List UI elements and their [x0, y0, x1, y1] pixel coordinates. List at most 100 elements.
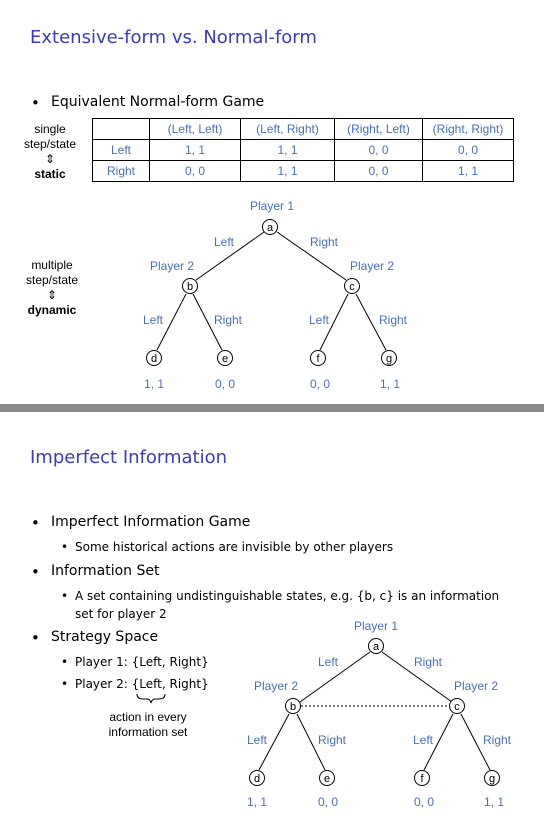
edge-label: Right [318, 733, 347, 747]
slide-divider [0, 404, 544, 412]
side-static-arrow: ⇕ [44, 152, 56, 166]
edge-label: Left [247, 733, 268, 747]
payoff-label: 1, 1 [484, 795, 504, 809]
sub-bullet: A set containing undistinguishable state… [61, 589, 499, 603]
tree-node-circle [249, 770, 265, 786]
payoff-label: 1, 1 [380, 377, 400, 391]
player2-left-label: Player 2 [254, 679, 298, 693]
node-label: d [254, 773, 260, 785]
node-label: a [267, 222, 274, 234]
bullet-imperfect-information-game: Imperfect Information Game [31, 514, 250, 532]
node-label: g [386, 353, 392, 365]
tree-node-circle [182, 278, 198, 294]
sub-bullet: Player 1: {Left, Right} [61, 655, 209, 669]
table-cell: 0, 0 [149, 160, 241, 182]
payoff-label: 0, 0 [318, 795, 338, 809]
table-row: Right 0, 0 1, 1 0, 0 1, 1 [92, 160, 514, 182]
payoff-label: 0, 0 [215, 377, 235, 391]
payoff-label: 0, 0 [310, 377, 330, 391]
slide2-title: Imperfect Information [30, 447, 228, 468]
note-line2: information set [108, 725, 188, 739]
node-label: g [489, 773, 495, 785]
tree-edge [299, 651, 371, 703]
bullet-information-set: Information Set [31, 563, 160, 581]
tree-node-circle [414, 770, 430, 786]
sub-bullet: Player 2: {Left, Right} [61, 677, 209, 691]
tree-node-circle [285, 698, 301, 714]
brace-icon [136, 693, 166, 704]
tree-edge [258, 713, 290, 771]
side-dynamic-arrow: ⇕ [46, 288, 58, 302]
tree-node-circle [484, 770, 500, 786]
side-static-line1: single [34, 122, 66, 136]
side-label-dynamic: multiple step/state ⇕ dynamic [14, 258, 90, 318]
player1-label: Player 1 [354, 619, 398, 633]
table-header-row: (Left, Left) (Left, Right) (Right, Left)… [92, 118, 514, 140]
node-label: b [187, 281, 193, 293]
table-cell: 1, 1 [149, 139, 241, 161]
edge-label: Left [413, 733, 434, 747]
node-label: f [420, 773, 424, 785]
payoff-label: 1, 1 [144, 377, 164, 391]
tree-node-circle [368, 638, 384, 654]
player2-left-label: Player 2 [150, 259, 194, 273]
payoff-label: 0, 0 [414, 795, 434, 809]
table-cell: Right [92, 160, 150, 182]
node-label: b [290, 701, 296, 713]
edge-label: Right [414, 655, 443, 669]
imperfect-information-tree: a b c d e f g Player 1 Player 2 Player 2… [247, 619, 512, 809]
tree-edge [381, 651, 453, 703]
tree-edge [296, 713, 326, 771]
sub-bullet-continuation: set for player 2 [75, 607, 167, 621]
node-label: f [316, 353, 320, 365]
tree-node-circle [217, 350, 233, 366]
tree-edge [460, 713, 491, 771]
tree-edge [355, 293, 387, 351]
payoff-label: 1, 1 [247, 795, 267, 809]
note-line1: action in every [109, 710, 187, 724]
bullet-strategy-space: Strategy Space [31, 629, 158, 647]
node-label: a [373, 641, 380, 653]
tree-node-circle [449, 698, 465, 714]
edge-label: Right [379, 313, 408, 327]
side-static-line2: step/state [23, 137, 77, 151]
tree-edge [195, 231, 265, 281]
node-label: c [454, 701, 460, 713]
edge-label: Left [318, 655, 339, 669]
side-label-static: single step/state ⇕ static [18, 122, 82, 182]
player2-right-label: Player 2 [350, 259, 394, 273]
annotation-note: action in every information set [96, 710, 200, 740]
side-dynamic-word: dynamic [27, 303, 77, 317]
table-cell: 1, 1 [422, 160, 514, 182]
tree-edge [156, 293, 187, 351]
side-static-word: static [34, 167, 66, 181]
tree-edge [276, 231, 347, 281]
tree-node-circle [381, 350, 397, 366]
node-label: c [349, 281, 355, 293]
tree-edge [192, 293, 223, 351]
edge-label: Right [310, 235, 339, 249]
slide1-bullet: Equivalent Normal-form Game [31, 94, 264, 112]
table-cell: 0, 0 [334, 160, 423, 182]
node-label: d [151, 353, 157, 365]
node-label: e [324, 773, 330, 785]
sub-bullet: Some historical actions are invisible by… [61, 540, 393, 554]
extensive-form-tree: a b c d e f g Player 1 Player 2 Player 2… [143, 199, 408, 391]
tree-node-circle [146, 350, 162, 366]
edge-label: Left [214, 235, 235, 249]
edge-label: Left [309, 313, 330, 327]
node-label: e [222, 353, 228, 365]
tree-edge [423, 713, 454, 771]
player2-right-label: Player 2 [454, 679, 498, 693]
slide1-title: Extensive-form vs. Normal-form [30, 27, 317, 48]
edge-label: Right [483, 733, 512, 747]
table-cell: 0, 0 [422, 139, 514, 161]
tree-node-circle [262, 219, 278, 235]
edge-label: Right [214, 313, 243, 327]
normal-form-table: (Left, Left) (Left, Right) (Right, Left)… [92, 118, 514, 182]
player1-label: Player 1 [250, 199, 294, 213]
edge-label: Left [143, 313, 164, 327]
tree-node-circle [344, 278, 360, 294]
tree-node-circle [319, 770, 335, 786]
side-dynamic-line1: multiple [31, 258, 73, 272]
